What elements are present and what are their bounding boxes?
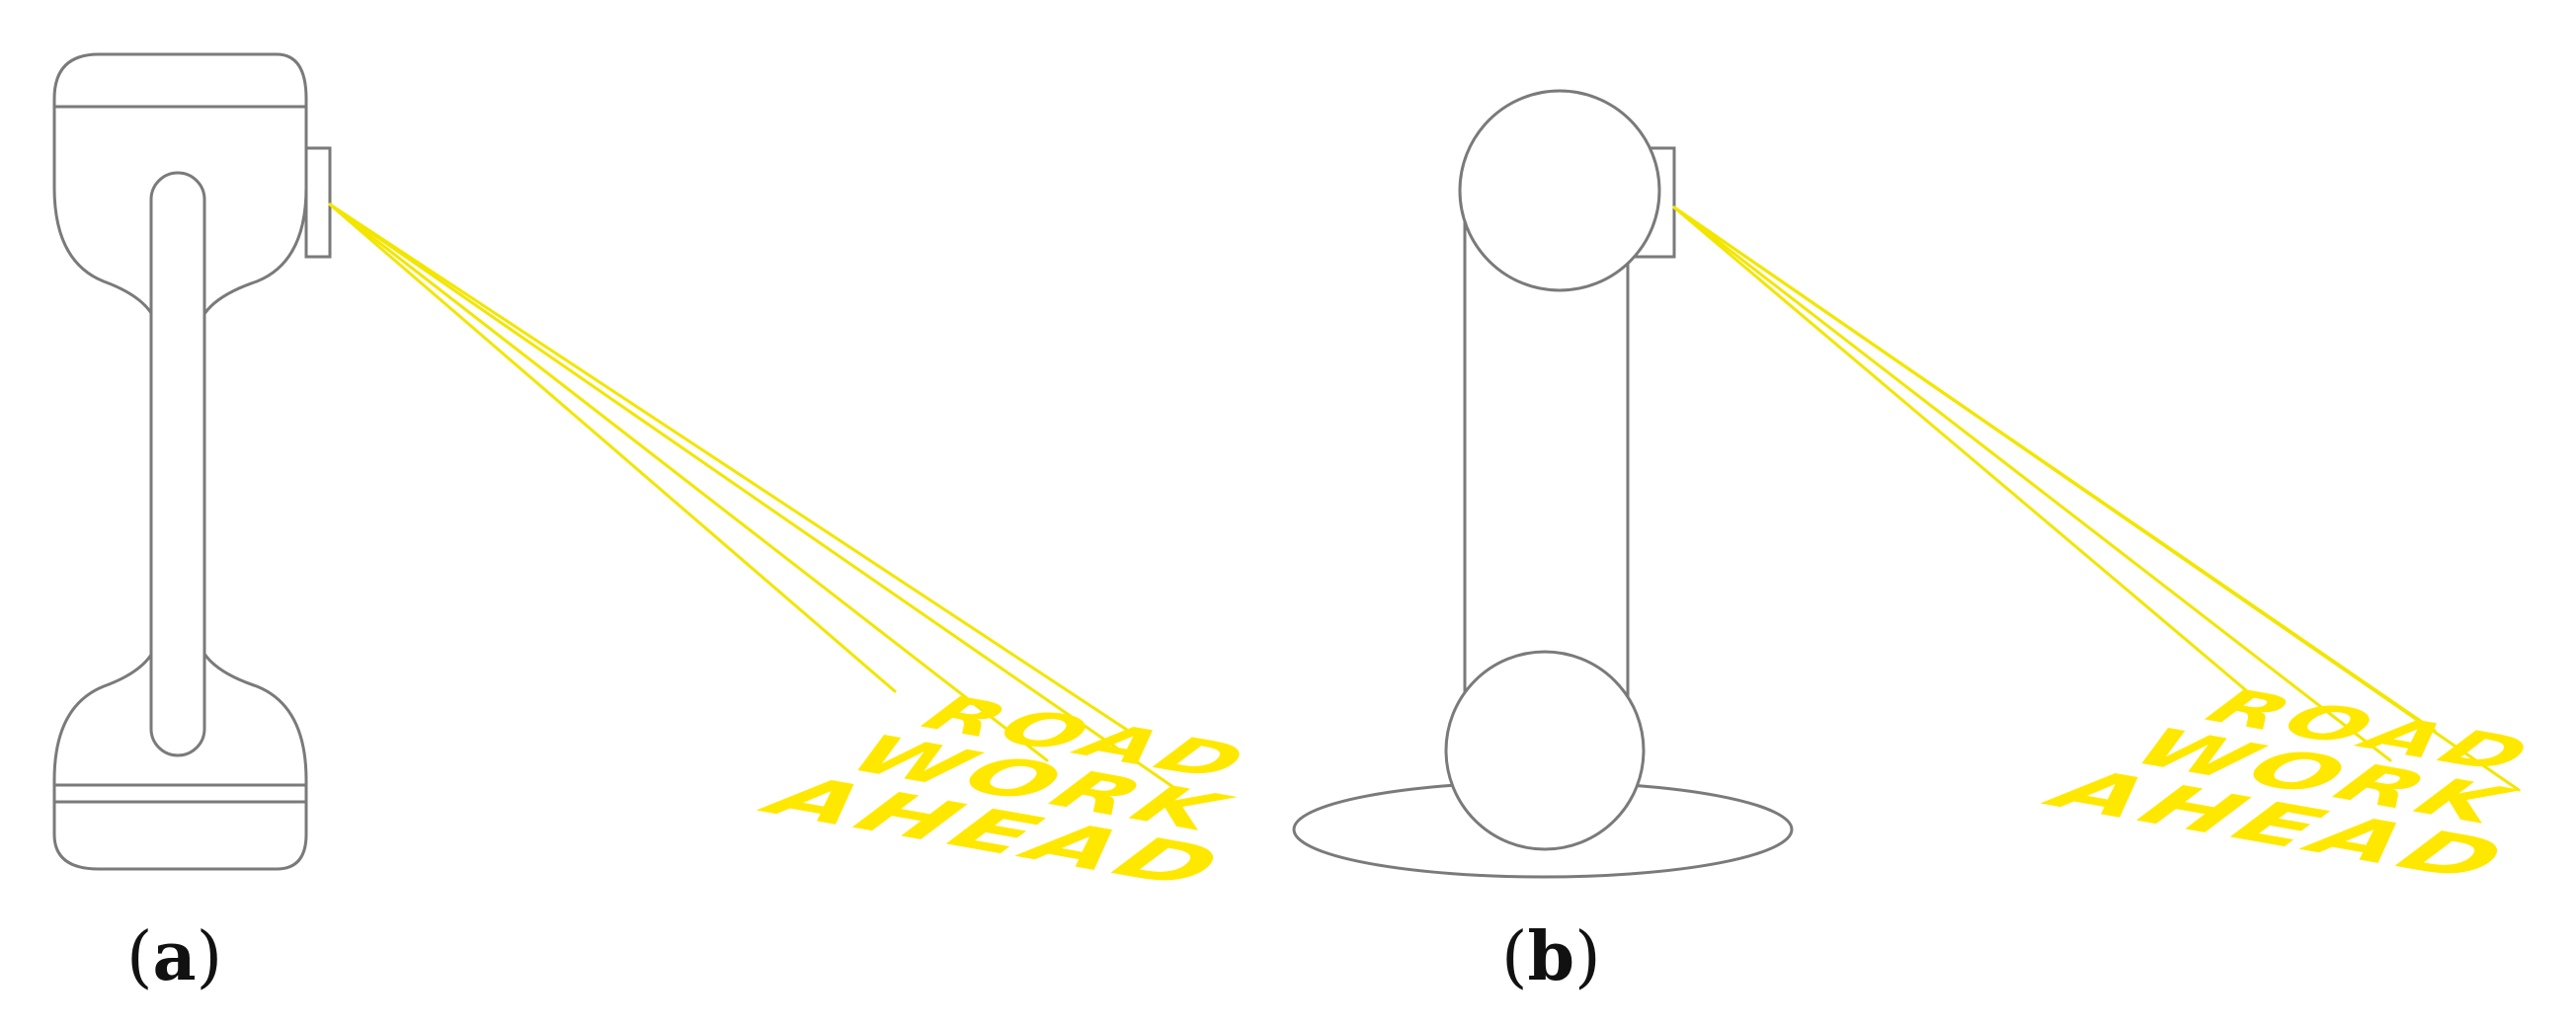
caption-a-letter: a [152, 917, 197, 996]
robot-a-projector [304, 146, 332, 259]
robot-b-top-sphere [1458, 89, 1661, 292]
caption-b-letter: b [1527, 917, 1575, 996]
robot-a-center-slot [149, 171, 206, 757]
robot-a-beam-4 [328, 202, 1049, 762]
caption-a: (a) [126, 923, 222, 991]
caption-b-close: ) [1574, 918, 1601, 996]
robot-b-beam-1 [1672, 205, 2249, 693]
robot-a-beam-1 [328, 202, 897, 693]
caption-a-open: ( [126, 918, 153, 996]
projected-sign-b: ROAD WORK AHEAD [2030, 678, 2549, 895]
robot-b-beam-4 [1672, 205, 2392, 762]
robot-b-bottom-sphere [1444, 650, 1646, 851]
caption-b: (b) [1501, 923, 1601, 991]
caption-a-close: ) [196, 918, 223, 996]
projected-sign-a: ROAD WORK AHEAD [746, 685, 1265, 902]
robot-a-beam-3 [328, 202, 1182, 794]
robot-a-beam-2 [328, 202, 1138, 738]
panel-b: ROAD WORK AHEAD [1292, 89, 2549, 895]
caption-b-open: ( [1501, 918, 1528, 996]
robot-b-beam-3 [1672, 205, 2521, 792]
panel-a: ROAD WORK AHEAD [52, 52, 1265, 902]
